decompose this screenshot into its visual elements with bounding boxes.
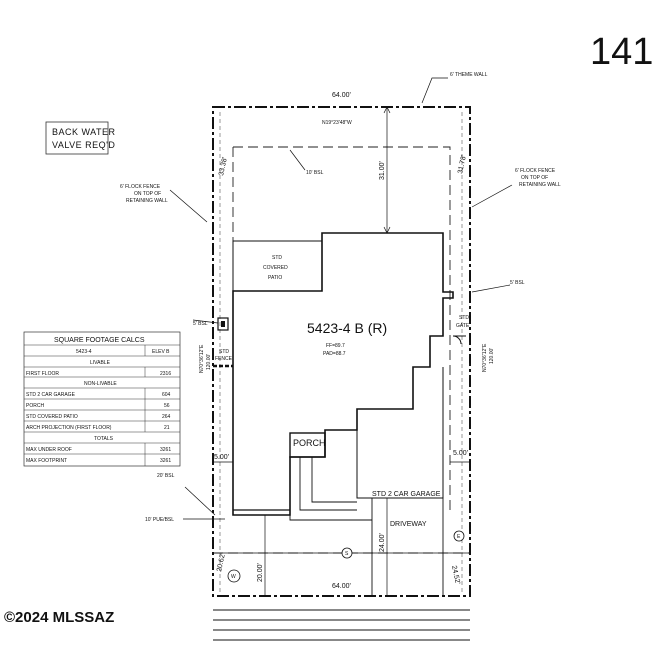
sqft-row-label: MAX FOOTPRINT — [26, 458, 67, 464]
label-left-fence-3: RETAINING WALL — [126, 198, 168, 204]
sqft-row-label: FIRST FLOOR — [26, 371, 59, 377]
label-right-fence-3: RETAINING WALL — [519, 182, 561, 188]
sqft-row-label: PORCH — [26, 403, 44, 409]
label-model: 5423-4 B (R) — [307, 320, 387, 336]
electric-marker-icon: E — [453, 530, 465, 542]
dim-bottom-width: 64.00' — [332, 583, 351, 590]
label-driveway: DRIVEWAY — [390, 521, 427, 528]
backwater-note-line1: BACK WATER — [52, 127, 116, 137]
label-right-fence-1: 6' FLOCK FENCE — [515, 168, 556, 174]
label-patio-2: COVERED — [263, 265, 288, 271]
sqft-row-value: 3261 — [160, 447, 171, 453]
sqft-title: SQUARE FOOTAGE CALCS — [54, 337, 145, 344]
sqft-row-label: STD COVERED PATIO — [26, 414, 78, 420]
marker-s-label: S — [345, 551, 349, 557]
marker-e-label: E — [457, 534, 461, 540]
dim-front-corner-left: 20.62' — [216, 553, 227, 573]
dim-side-left: 5.00' — [214, 454, 229, 461]
dim-side-right: 5.00' — [453, 450, 468, 457]
sqft-row-label: STD 2 CAR GARAGE — [26, 392, 76, 398]
sqft-elev: ELEV B — [152, 349, 170, 355]
sewer-marker-icon: S — [341, 547, 353, 559]
sqft-table: SQUARE FOOTAGE CALCS 5423-4 ELEV B LIVAB… — [23, 331, 181, 467]
sqft-row-label: ARCH PROJECTION (FIRST FLOOR) — [26, 425, 112, 431]
label-ff: FF=89.7 — [326, 343, 345, 349]
label-left-bsl: 5' BSL — [193, 321, 208, 327]
dim-left-length: 120.00' — [206, 354, 212, 370]
sqft-livable-header: LIVABLE — [90, 360, 111, 366]
label-left-fence-1: 6' FLOCK FENCE — [120, 184, 161, 190]
dim-right-length: 120.00' — [489, 348, 495, 364]
dim-right-bearing: N70°36'12"E — [482, 343, 488, 372]
label-patio-3: PATIO — [268, 275, 282, 281]
dim-left-bearing: N70°36'12"E — [199, 344, 205, 373]
sqft-row-value: 3261 — [160, 458, 171, 464]
backwater-note: BACK WATER VALVE REQ'D — [45, 121, 116, 155]
std-gate-icon — [452, 335, 466, 345]
label-left-fence-2: ON TOP OF — [134, 191, 161, 197]
copyright-watermark: ©2024 MLSSAZ — [4, 609, 114, 626]
backwater-note-line2: VALVE REQ'D — [52, 140, 115, 150]
label-front-bsl: 20' BSL — [157, 473, 175, 479]
property-line — [212, 106, 471, 597]
dim-right-top: 31.78' — [457, 155, 468, 175]
sqft-row-label: MAX UNDER ROOF — [26, 447, 72, 453]
label-std-fence-1: STD — [219, 349, 229, 355]
dimension-lines — [169, 77, 513, 596]
meter-inner-icon — [221, 321, 225, 327]
sqft-row-value: 2316 — [160, 371, 171, 377]
sqft-row-value: 56 — [164, 403, 170, 409]
label-rear-bsl: 10' BSL — [306, 170, 324, 176]
label-pad: PAD=88.7 — [323, 351, 346, 357]
label-right-fence-2: ON TOP OF — [521, 175, 548, 181]
label-std-gate-1: STD — [459, 315, 469, 321]
sqft-model: 5423-4 — [76, 349, 92, 355]
dim-front-left: 20.00' — [257, 563, 264, 582]
porch — [289, 432, 326, 458]
label-std-fence-2: FENCE — [215, 356, 233, 362]
label-patio-1: STD — [272, 255, 282, 261]
dim-front-corner-right: 24.52' — [450, 565, 461, 585]
label-pue-bsl: 10' PUE/BSL — [145, 517, 174, 523]
sqft-totals-header: TOTALS — [94, 436, 114, 442]
garage — [356, 367, 444, 499]
road-lines — [213, 609, 470, 641]
label-garage: STD 2 CAR GARAGE — [372, 491, 441, 498]
sqft-nonlivable-header: NON-LIVABLE — [84, 381, 117, 387]
water-marker-icon: W — [227, 569, 241, 583]
driveway — [289, 457, 444, 596]
electric-meter-icon — [217, 317, 229, 331]
dim-top-width: 64.00' — [332, 92, 351, 99]
dim-driveway-len: 24.00' — [379, 533, 386, 552]
house-footprint — [232, 232, 454, 516]
sqft-row-value: 604 — [162, 392, 171, 398]
sqft-row-value: 264 — [162, 414, 171, 420]
covered-patio — [232, 240, 323, 292]
dim-left-top: 33.38' — [218, 157, 229, 177]
marker-w-label: W — [231, 574, 236, 580]
label-right-bsl: 5' BSL — [510, 280, 525, 286]
dim-rear-setback: 31.00' — [379, 161, 386, 180]
label-porch: PORCH — [293, 438, 326, 448]
lot-number: 141 — [590, 31, 653, 73]
label-std-gate-2: GATE — [456, 323, 470, 329]
sqft-row-value: 21 — [164, 425, 170, 431]
label-theme-wall: 6' THEME WALL — [450, 72, 488, 78]
dim-bearing-top: N19°23'48"W — [322, 120, 352, 126]
